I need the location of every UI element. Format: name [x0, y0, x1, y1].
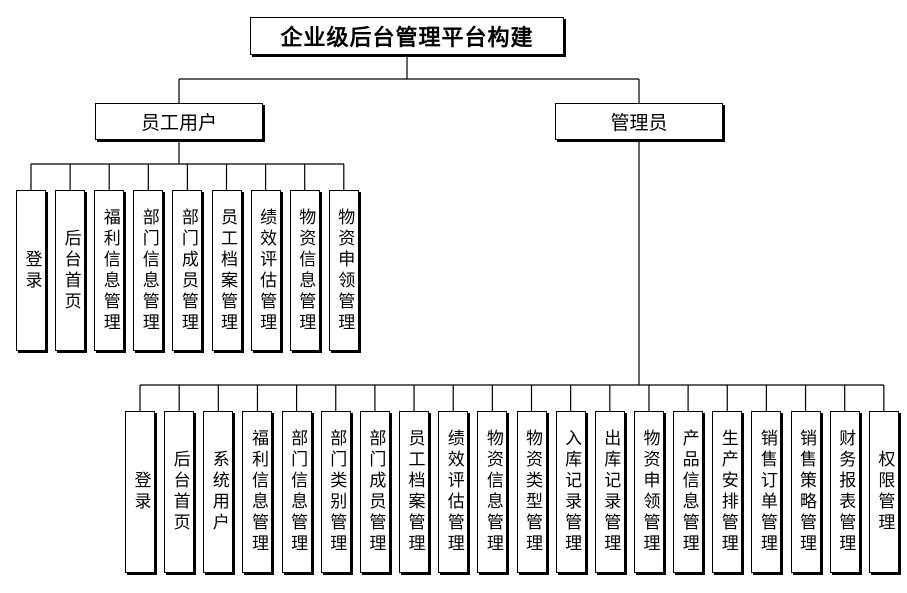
admin-leaf-7: 部门成员管理: [359, 411, 390, 573]
admin-leaf-19: 财务报表管理: [829, 411, 860, 573]
admin-leaf-14: 物资申领管理: [633, 411, 664, 573]
employee-leaf-4: 部门信息管理: [133, 190, 164, 351]
admin-leaf-18: 销售策略管理: [790, 411, 821, 573]
admin-leaf-9: 绩效评估管理: [438, 411, 469, 573]
employee-leaf-1: 登录: [16, 190, 46, 351]
admin-leaf-13: 出库记录管理: [594, 411, 625, 573]
admin-leaf-15: 产品信息管理: [673, 411, 704, 573]
admin-leaf-11: 物资类型管理: [516, 411, 547, 573]
root-node: 企业级后台管理平台构建: [250, 17, 564, 55]
admin-leaf-16: 生产安排管理: [712, 411, 743, 573]
admin-leaf-17: 销售订单管理: [751, 411, 782, 573]
admin-leaf-10: 物资信息管理: [477, 411, 508, 573]
admin-leaf-20: 权限管理: [868, 411, 899, 573]
employee-leaf-9: 物资申领管理: [328, 190, 359, 351]
admin-leaf-4: 福利信息管理: [242, 411, 273, 573]
admin-leaf-12: 入库记录管理: [555, 411, 586, 573]
admin-leaf-8: 员工档案管理: [399, 411, 430, 573]
employee-leaf-6: 员工档案管理: [211, 190, 242, 351]
branch-node-admin: 管理员: [555, 103, 723, 140]
admin-leaf-3: 系统用户: [203, 411, 234, 573]
employee-leaf-7: 绩效评估管理: [250, 190, 281, 351]
admin-leaf-5: 部门信息管理: [281, 411, 312, 573]
employee-leaf-3: 福利信息管理: [94, 190, 125, 351]
branch-node-employee: 员工用户: [95, 103, 263, 140]
admin-leaf-1: 登录: [125, 411, 155, 573]
admin-leaf-2: 后台首页: [164, 411, 195, 573]
employee-leaf-5: 部门成员管理: [172, 190, 203, 351]
employee-leaf-8: 物资信息管理: [289, 190, 320, 351]
employee-leaf-2: 后台首页: [55, 190, 86, 351]
admin-leaf-6: 部门类别管理: [320, 411, 351, 573]
